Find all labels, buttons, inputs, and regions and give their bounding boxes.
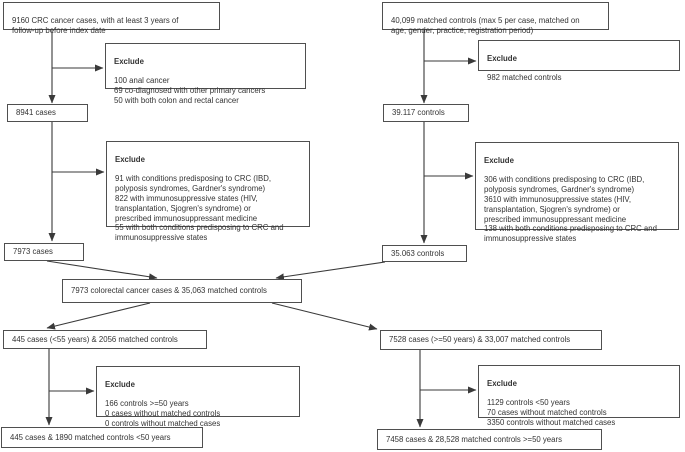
cases-7973-text: 7973 cases [13, 247, 53, 257]
box-exclude-controls-1: Exclude 982 matched controls [478, 40, 680, 82]
old-group-text: 7528 cases (>=50 years) & 33,007 matched… [389, 335, 571, 345]
box-exclude-young: Exclude 166 controls >=50 years 0 cases … [96, 366, 300, 428]
exclude-heading: Exclude [114, 56, 144, 66]
exclude-body: 982 matched controls [487, 73, 562, 83]
box-initial-cases: 9160 CRC cancer cases, with at least 3 y… [3, 2, 220, 35]
cases-8941-text: 8941 cases [16, 108, 56, 118]
box-merged-cohort: 7973 colorectal cancer cases & 35,063 ma… [62, 279, 302, 303]
initial-controls-text: 40,099 matched controls (max 5 per case,… [391, 15, 580, 35]
controls-35063-text: 35.063 controls [391, 248, 445, 258]
exclude-heading: Exclude [105, 379, 135, 389]
exclude-heading: Exclude [115, 154, 145, 164]
exclude-body: 91 with conditions predisposing to CRC (… [115, 174, 284, 243]
box-final-old: 7458 cases & 28,528 matched controls >=5… [377, 429, 602, 450]
box-exclude-controls-2: Exclude 306 with conditions predisposing… [475, 142, 679, 243]
exclude-body: 1129 controls <50 years 70 cases without… [487, 398, 616, 427]
box-final-young: 445 cases & 1890 matched controls <50 ye… [1, 427, 203, 448]
exclude-body: 100 anal cancer 69 co-diagnosed with oth… [114, 76, 266, 105]
exclude-body: 306 with conditions predisposing to CRC … [484, 175, 657, 244]
box-controls-35063: 35.063 controls [382, 245, 467, 262]
box-cases-8941: 8941 cases [7, 104, 88, 122]
box-young-group: 445 cases (<55 years) & 2056 matched con… [3, 330, 207, 349]
final-old-text: 7458 cases & 28,528 matched controls >=5… [386, 434, 562, 444]
merged-cohort-text: 7973 colorectal cancer cases & 35,063 ma… [71, 286, 267, 296]
box-old-group: 7528 cases (>=50 years) & 33,007 matched… [380, 330, 602, 350]
box-exclude-cases-2: Exclude 91 with conditions predisposing … [106, 141, 310, 242]
exclude-heading: Exclude [487, 53, 517, 63]
exclude-heading: Exclude [487, 378, 517, 388]
exclude-body: 166 controls >=50 years 0 cases without … [105, 399, 221, 428]
final-young-text: 445 cases & 1890 matched controls <50 ye… [10, 432, 171, 442]
box-controls-39117: 39.117 controls [383, 104, 469, 122]
initial-cases-text: 9160 CRC cancer cases, with at least 3 y… [12, 15, 179, 35]
box-initial-controls: 40,099 matched controls (max 5 per case,… [382, 2, 609, 35]
box-cases-7973: 7973 cases [4, 243, 84, 261]
exclude-heading: Exclude [484, 155, 514, 165]
box-exclude-old: Exclude 1129 controls <50 years 70 cases… [478, 365, 680, 427]
young-group-text: 445 cases (<55 years) & 2056 matched con… [12, 334, 178, 344]
controls-39117-text: 39.117 controls [392, 108, 445, 118]
box-exclude-cases-1: Exclude 100 anal cancer 69 co-diagnosed … [105, 43, 306, 105]
